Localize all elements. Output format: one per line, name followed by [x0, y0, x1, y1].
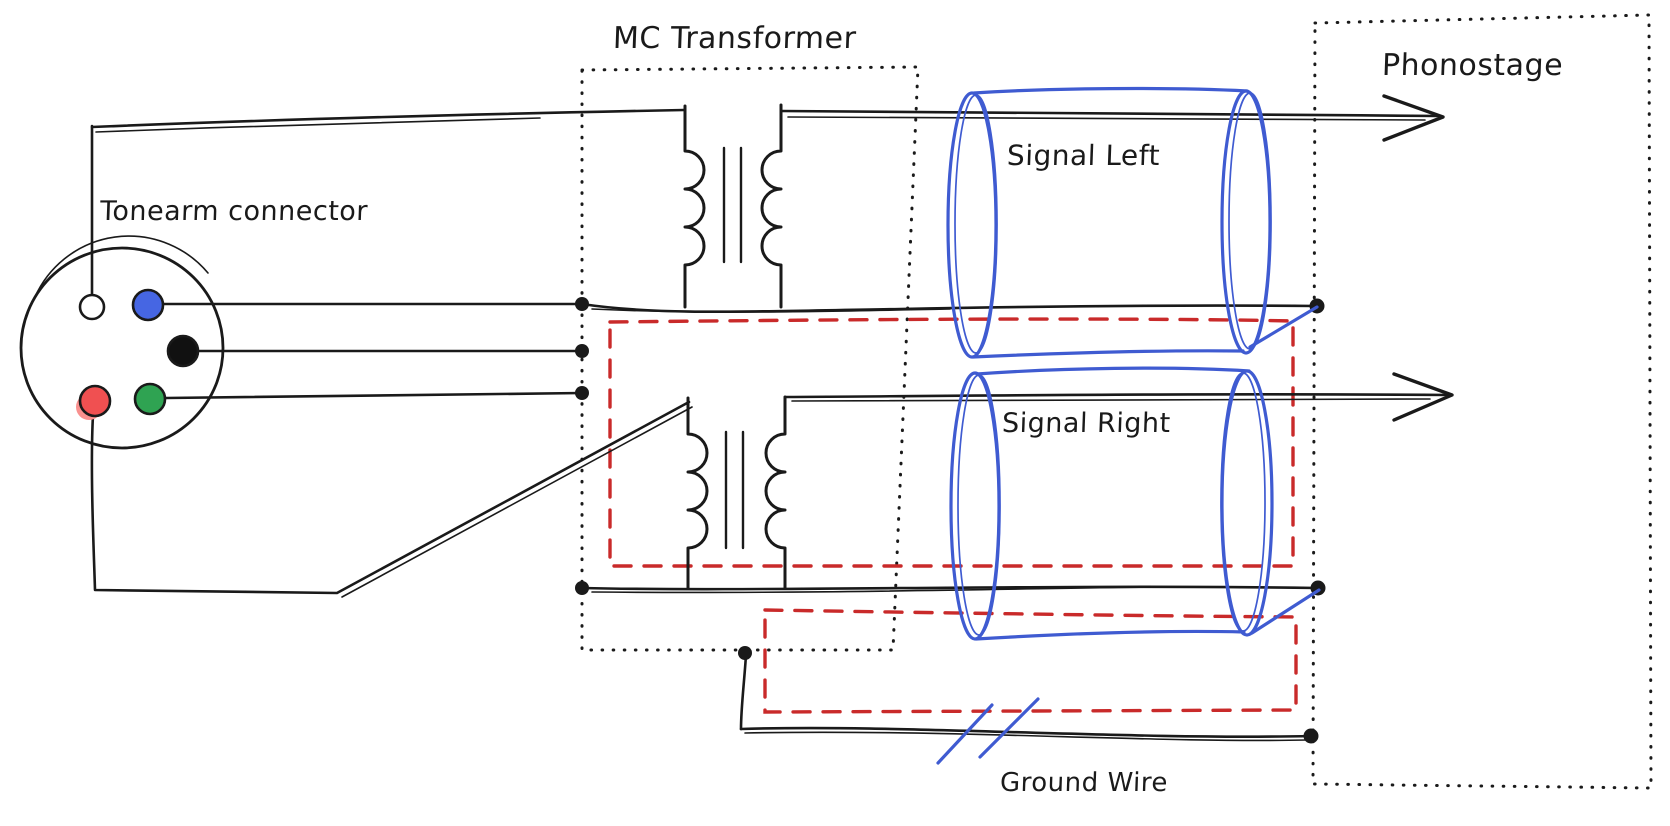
signal-right-sleeve-top [975, 366, 1251, 376]
sleeve-overdraw [1220, 372, 1266, 632]
sleeve-overdraw [957, 374, 1001, 636]
signal-right-hot-overdraw [791, 397, 1431, 402]
red-pin-wire-overdraw [341, 406, 693, 598]
red-pin [78, 384, 112, 418]
junction-dot [738, 646, 752, 660]
mc-transformer-label: MC Transformer [612, 21, 858, 56]
transformer-right-primary-winding [686, 396, 709, 590]
signal-left-sleeve-top [972, 86, 1249, 95]
top-wire-overdraw [95, 117, 541, 133]
phonostage-label: Phonostage [1381, 48, 1564, 83]
ground-break-slash-icon [978, 697, 1040, 759]
sleeve-overdraw [1228, 92, 1272, 350]
cable-sleeves [936, 86, 1321, 765]
dotted-boxes [580, 13, 1653, 790]
transformer-left-secondary-winding [760, 103, 783, 309]
junction-dot [575, 386, 589, 400]
junction-dot [1303, 728, 1319, 744]
white-pin-wire-top [90, 108, 686, 129]
red-pin-wire [90, 400, 691, 595]
wires [19, 94, 1454, 742]
junction-dot [575, 297, 589, 311]
signal-right-hot-wire [783, 393, 1451, 399]
signal-left-hot-wire [779, 109, 1442, 118]
tonearm-connector-circle [19, 246, 225, 450]
blue-pin [131, 288, 165, 322]
black-pin [166, 334, 200, 368]
green-pin [133, 382, 167, 416]
ground-break-slash-icon [936, 703, 994, 765]
tonearm-connector-label: Tonearm connector [99, 196, 369, 227]
mc-transformer-box [580, 65, 920, 652]
transformer-left-primary-winding [683, 104, 706, 309]
white-pin [78, 293, 106, 321]
signal-left-shield-tail [1248, 305, 1319, 349]
signal-left-return-overdraw [591, 308, 951, 313]
ground-wire-label: Ground Wire [999, 768, 1169, 798]
signal-left-return-wire [580, 302, 1319, 314]
shield-outlines [608, 317, 1298, 714]
tonearm-connector-circle-overdraw [34, 235, 209, 298]
phonostage-box [1311, 13, 1653, 790]
signal-left-arrow-icon [1382, 94, 1445, 142]
signal-left-sleeve-bottom [971, 349, 1245, 359]
ground-wire [739, 726, 1313, 738]
shield-loop-ground [763, 608, 1298, 714]
signal-left-label: Signal Left [1006, 139, 1161, 172]
ground-wire-overdraw [744, 731, 1308, 742]
ground-wire-stub [739, 653, 748, 731]
signal-left-hot-overdraw [787, 116, 1426, 121]
shield-loop-main [608, 317, 1295, 568]
signal-right-arrow-icon [1392, 372, 1454, 422]
signal-right-return-overdraw [591, 586, 1151, 594]
signal-right-label: Signal Right [1001, 408, 1172, 439]
junction-dot [575, 344, 589, 358]
signal-right-sleeve-bottom [974, 629, 1246, 641]
connector-pins [76, 288, 200, 420]
signal-right-return-wire [580, 585, 1320, 591]
green-pin-wire [164, 391, 584, 400]
transformer-right-secondary-winding [764, 395, 787, 590]
junction-dot [575, 581, 589, 595]
signal-right-shield-tail [1250, 588, 1321, 635]
sleeve-overdraw [954, 94, 998, 354]
